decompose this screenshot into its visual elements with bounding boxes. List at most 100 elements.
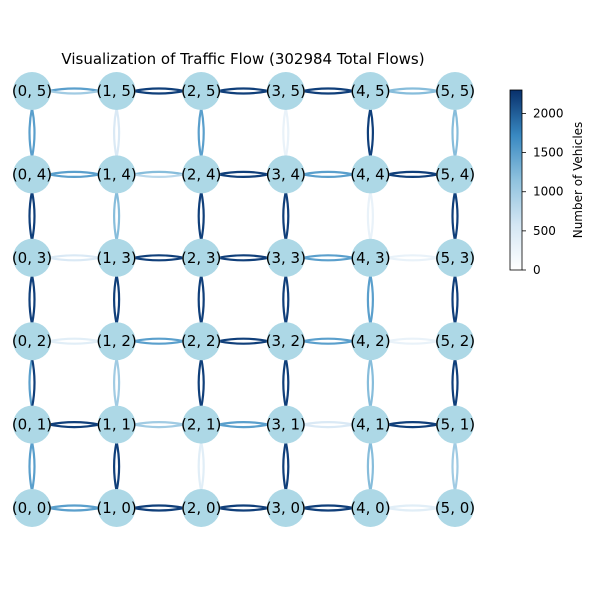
flow-edge-h-r3-c0-west (48, 256, 100, 262)
node-circle (266, 155, 305, 194)
flow-edge-v-c4-r3-north (366, 191, 372, 242)
node-0-4: (0, 4) (12, 155, 52, 194)
flow-edge-h-r1-c3-west (302, 423, 354, 429)
flow-edge-h-r0-c4-west (387, 506, 439, 512)
node-2-0: (2, 0) (181, 489, 221, 527)
flow-edge-h-r3-c1-west (133, 256, 185, 262)
node-5-3: (5, 3) (435, 238, 475, 277)
flow-edge-v-c2-r2-south (200, 274, 205, 325)
flow-edge-v-c1-r2-north (113, 274, 118, 325)
flow-edge-h-r2-c3-east (302, 337, 354, 343)
flow-edge-v-c3-r2-south (284, 274, 290, 325)
flow-edge-v-c3-r2-north (282, 274, 287, 325)
flow-edge-v-c1-r2-south (115, 274, 121, 325)
flow-edge-v-c0-r2-north (28, 274, 34, 325)
flow-edge-v-c0-r1-south (30, 357, 36, 408)
flow-edge-v-c3-r3-north (282, 191, 287, 242)
flow-edge-h-r2-c4-east (387, 337, 439, 343)
flow-edge-v-c1-r0-south (115, 441, 121, 492)
flow-edges-layer (28, 87, 459, 512)
node-circle (13, 489, 51, 527)
node-2-4: (2, 4) (181, 155, 221, 194)
flow-edge-v-c2-r2-north (197, 274, 203, 325)
flow-edge-h-r1-c4-east (387, 421, 439, 426)
flow-edge-v-c0-r4-south (30, 107, 36, 158)
flow-edge-v-c4-r1-south (369, 357, 374, 408)
flow-edge-h-r5-c2-east (217, 87, 270, 93)
flow-edge-h-r3-c2-west (217, 256, 270, 262)
flow-edge-h-r1-c0-west (48, 423, 100, 429)
flow-edge-h-r4-c1-east (133, 170, 185, 176)
flow-edge-h-r1-c0-east (48, 421, 100, 426)
node-3-1: (3, 1) (266, 405, 306, 444)
node-3-5: (3, 5) (266, 72, 306, 110)
flow-edge-h-r5-c3-west (302, 89, 354, 95)
flow-edge-v-c1-r4-south (115, 107, 121, 158)
flow-edge-h-r2-c3-west (302, 340, 354, 345)
flow-edge-v-c5-r2-north (451, 274, 457, 325)
flow-edge-h-r3-c0-east (48, 254, 100, 259)
flow-edge-v-c5-r1-south (453, 357, 459, 408)
flow-edge-v-c2-r4-north (197, 107, 203, 158)
flow-edge-h-r4-c1-west (133, 173, 185, 178)
node-circle (182, 155, 221, 194)
node-label: (3, 5) (266, 82, 306, 100)
node-4-2: (4, 2) (350, 322, 391, 361)
node-4-1: (4, 1) (350, 405, 391, 444)
node-label: (5, 2) (435, 332, 475, 350)
node-label: (2, 1) (181, 416, 221, 434)
flow-edge-h-r0-c2-west (217, 506, 270, 512)
flow-edge-v-c1-r4-north (113, 107, 118, 158)
flow-edge-v-c4-r3-south (369, 191, 374, 242)
colorbar-tick-label: 1500 (533, 146, 564, 160)
flow-edge-h-r4-c0-east (48, 170, 100, 176)
node-circle (351, 489, 390, 527)
flow-edge-h-r1-c3-east (302, 421, 354, 426)
flow-edge-h-r0-c0-west (48, 506, 100, 512)
node-label: (1, 4) (96, 165, 136, 183)
flow-edge-v-c4-r4-north (366, 107, 372, 158)
flow-edge-h-r3-c1-east (133, 254, 185, 259)
node-3-0: (3, 0) (266, 489, 306, 527)
chart-title: Visualization of Traffic Flow (302984 To… (61, 50, 424, 68)
flow-edge-v-c5-r0-south (453, 441, 459, 492)
flow-edge-v-c2-r0-north (197, 441, 203, 492)
colorbar-gradient (509, 89, 523, 271)
flow-edge-h-r0-c4-east (387, 504, 439, 510)
node-label: (4, 2) (350, 332, 390, 350)
node-4-3: (4, 3) (350, 238, 391, 277)
node-2-3: (2, 3) (181, 238, 221, 277)
node-label: (1, 0) (96, 499, 136, 517)
flow-edge-h-r1-c4-west (387, 423, 439, 429)
node-label: (0, 4) (12, 165, 52, 183)
node-circle (13, 405, 51, 444)
flow-edge-h-r3-c3-west (302, 256, 354, 262)
node-circle (351, 322, 390, 361)
node-label: (5, 0) (435, 499, 475, 517)
node-5-1: (5, 1) (435, 405, 475, 444)
flow-edge-h-r0-c1-east (133, 504, 185, 510)
node-circle (436, 489, 474, 527)
node-1-3: (1, 3) (96, 238, 137, 277)
node-5-4: (5, 4) (435, 155, 475, 194)
flow-edge-h-r2-c0-west (48, 340, 100, 345)
node-1-5: (1, 5) (96, 72, 137, 110)
node-circle (182, 238, 221, 277)
node-label: (5, 1) (435, 416, 475, 434)
flow-edge-h-r4-c0-west (48, 173, 100, 178)
flow-edge-v-c4-r1-north (366, 357, 372, 408)
flow-edge-h-r5-c0-east (48, 87, 100, 93)
flow-edge-h-r4-c3-west (302, 173, 354, 178)
flow-edge-v-c2-r3-north (197, 191, 203, 242)
node-1-4: (1, 4) (96, 155, 137, 194)
node-circle (97, 72, 136, 110)
node-circle (182, 405, 221, 444)
flow-edge-h-r2-c1-west (133, 340, 185, 345)
node-label: (0, 0) (12, 499, 52, 517)
node-label: (1, 5) (96, 82, 136, 100)
flow-edge-v-c5-r0-north (451, 441, 457, 492)
node-label: (4, 5) (350, 82, 390, 100)
flow-edge-v-c0-r0-north (28, 441, 34, 492)
flow-edge-v-c0-r3-north (28, 191, 34, 242)
node-circle (97, 489, 136, 527)
